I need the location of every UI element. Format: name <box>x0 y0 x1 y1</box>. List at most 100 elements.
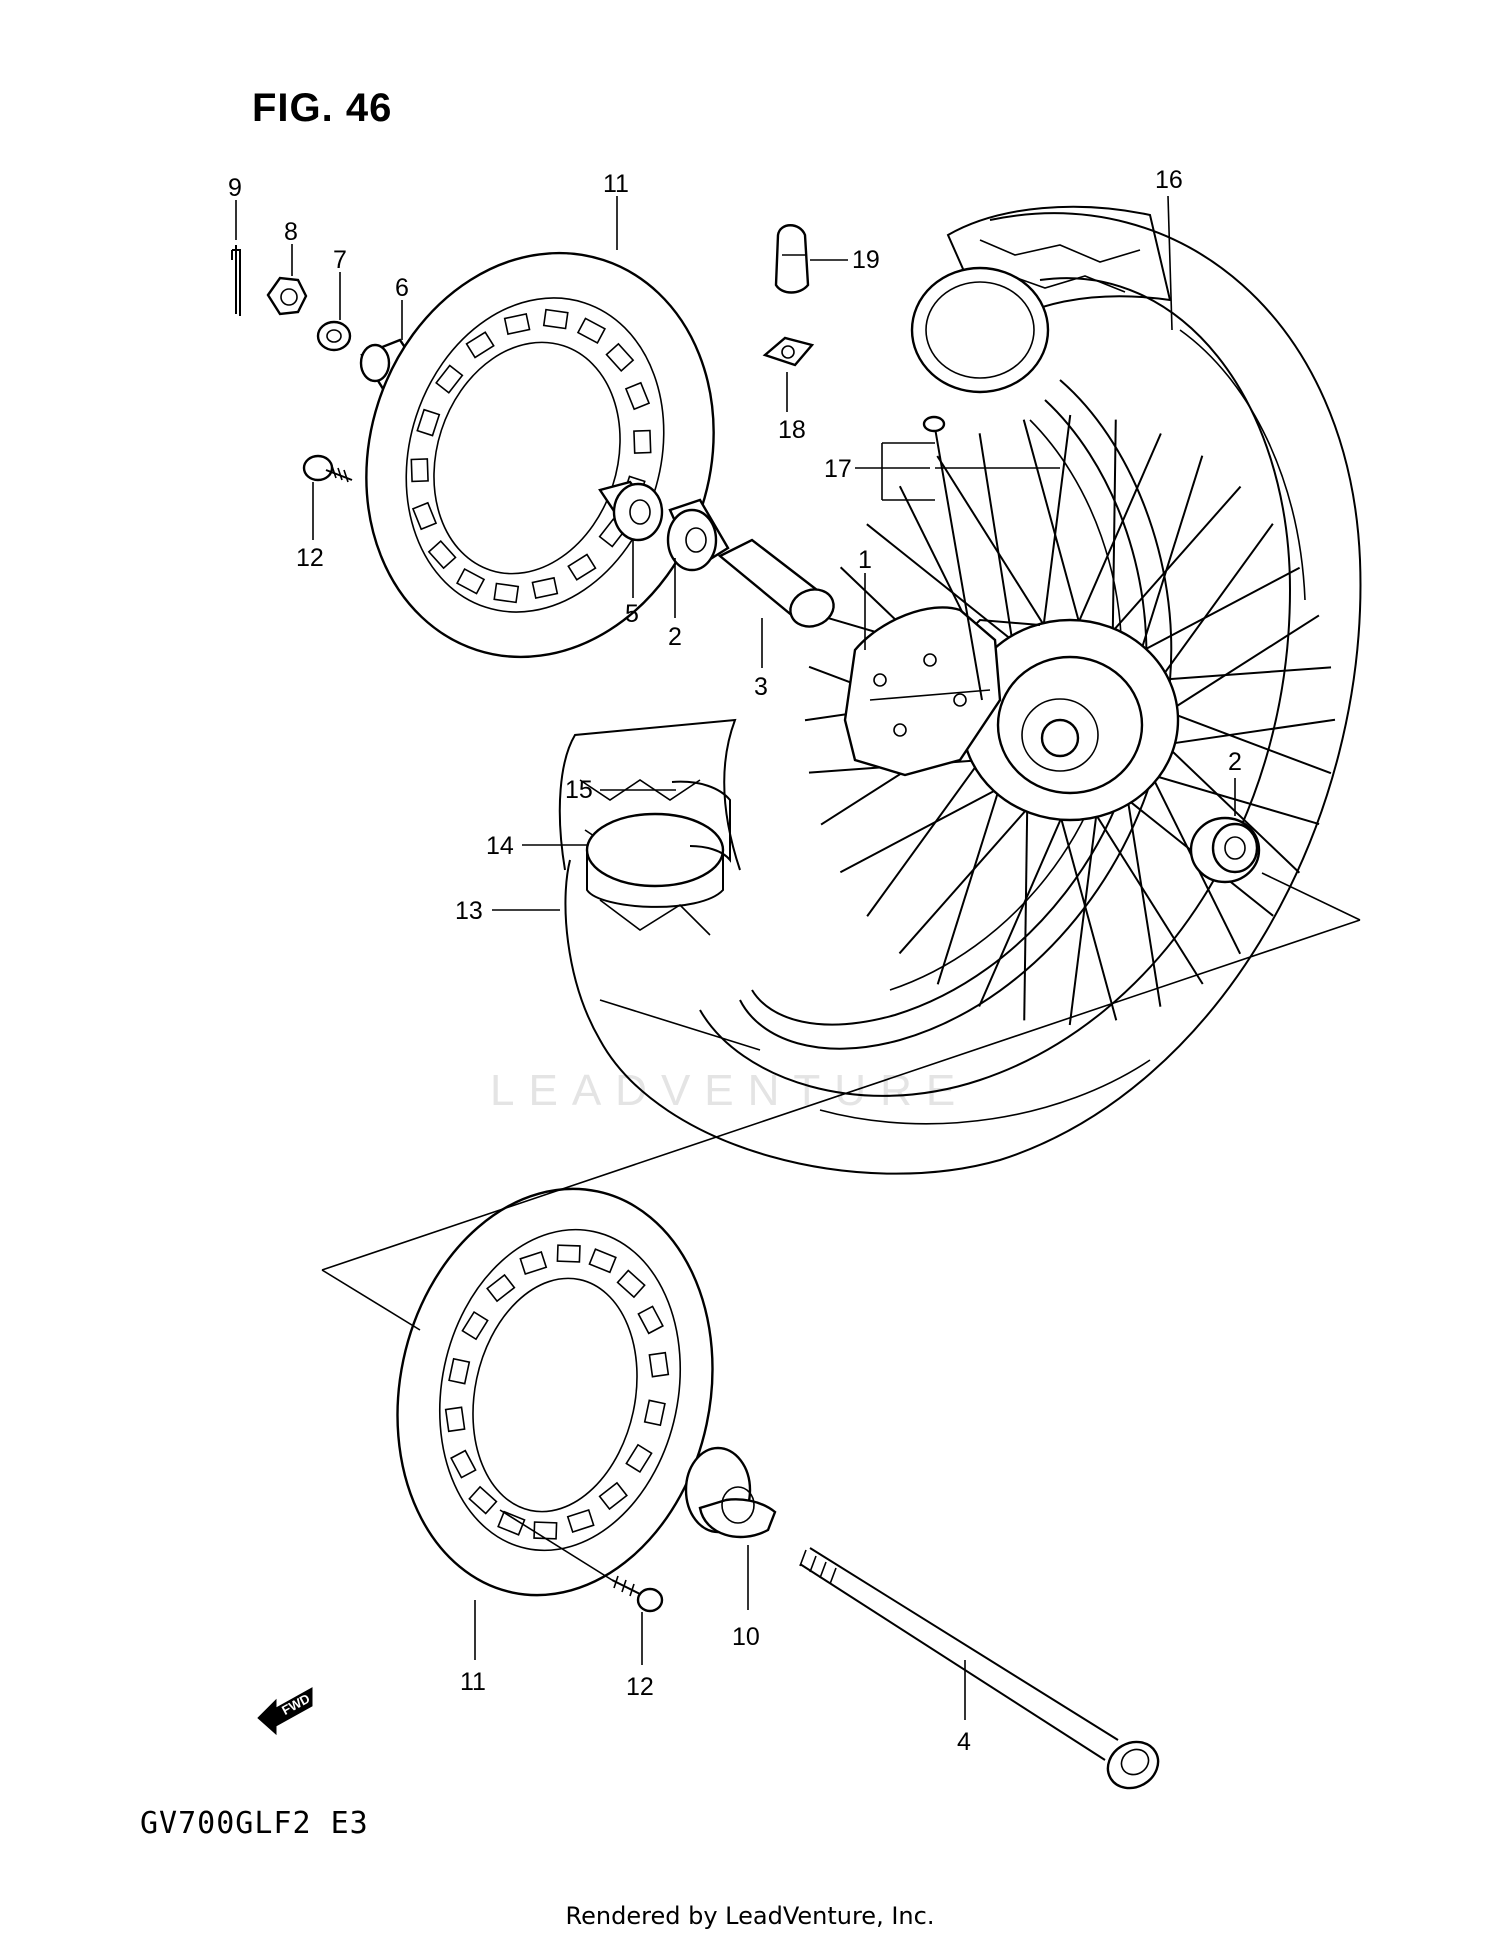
callout-18: 18 <box>778 416 806 444</box>
disc-cutout <box>468 1485 498 1515</box>
spoke-line <box>1149 523 1274 694</box>
model-code: GV700GLF2 E3 <box>140 1806 369 1841</box>
callout-3: 3 <box>754 673 768 701</box>
footer-credit: Rendered by LeadVenture, Inc. <box>565 1902 935 1930</box>
disc-cutout <box>637 1305 664 1335</box>
disc-cutout <box>427 539 457 570</box>
disc-cutout <box>411 501 438 531</box>
disc-cutout <box>576 317 606 344</box>
reference-lines <box>321 872 1361 1581</box>
disc-cutout <box>531 576 559 600</box>
valve-nut-part-18 <box>762 336 815 367</box>
figure-title: FIG. 46 <box>252 86 393 130</box>
spoke-line <box>839 778 1016 874</box>
callout-4: 4 <box>957 1728 971 1756</box>
leader-lines <box>235 195 1236 1720</box>
callout-8: 8 <box>284 218 298 246</box>
disc-cutout <box>444 1406 466 1433</box>
spoke-line <box>1153 705 1332 775</box>
disc-cutout <box>493 582 520 604</box>
callout-14: 14 <box>486 832 514 860</box>
callout-5: 5 <box>625 600 639 628</box>
disc-cutout <box>616 1269 646 1299</box>
disc-cutout <box>588 1248 617 1274</box>
callout-7: 7 <box>333 246 347 274</box>
watermark: LEADVENTURE <box>490 1066 970 1115</box>
disc-cutout <box>456 568 486 595</box>
sleeve-part-3 <box>717 538 835 628</box>
spoke-line <box>936 769 1006 985</box>
spoke-line <box>1098 485 1242 648</box>
spoke-line <box>1154 614 1320 721</box>
forward-arrow-icon: FWD <box>257 1687 313 1736</box>
spoke-part-17 <box>922 415 983 701</box>
disc-cutout <box>519 1250 548 1276</box>
spoke-line <box>866 523 1029 654</box>
disc-cutout <box>556 1244 581 1263</box>
callout-15: 15 <box>565 776 593 804</box>
callout-19: 19 <box>852 246 880 274</box>
callout-16: 16 <box>1155 166 1183 194</box>
spoke-line <box>1022 419 1086 644</box>
disc-cutout <box>486 1273 516 1303</box>
disc-cutout <box>625 1443 653 1474</box>
spoke-line <box>866 746 991 917</box>
tire-part-16 <box>558 205 1362 1175</box>
callout-12-top: 12 <box>296 544 324 572</box>
callout-17: 17 <box>824 455 852 483</box>
spoke-line <box>978 797 1071 1007</box>
callout-labels: 9 8 7 6 11 12 5 2 3 1 16 2 19 18 17 15 1… <box>228 166 1242 1756</box>
disc-cutout <box>448 1357 471 1385</box>
spoke-line <box>1083 796 1204 985</box>
valve-cap-part-19 <box>774 224 810 294</box>
callout-13: 13 <box>455 897 483 925</box>
spoke-line <box>1123 779 1162 1007</box>
spoke-line <box>1124 566 1301 662</box>
disc-cutout <box>465 331 495 359</box>
disc-cutout <box>435 364 464 394</box>
spoke-line <box>936 455 1057 644</box>
callout-9: 9 <box>228 174 242 202</box>
disc-cutout <box>503 312 531 336</box>
disc-cutout <box>566 1508 595 1534</box>
callout-2-left: 2 <box>668 623 682 651</box>
spoke-line <box>1068 793 1101 1026</box>
disc-bolt-part-12-bottom <box>611 1575 664 1613</box>
rim-band-part-14 <box>585 812 725 908</box>
disc-cutout <box>567 553 597 581</box>
spoke-line <box>1039 414 1072 647</box>
disc-cutout <box>542 308 569 330</box>
disc-cutout <box>605 342 635 373</box>
disc-bolt-part-12-top <box>302 454 353 483</box>
dust-seal-part-10 <box>684 1446 777 1539</box>
spoke-line <box>1134 769 1320 826</box>
spoke-line <box>898 792 1042 955</box>
disc-cutout <box>410 458 429 483</box>
washer-part-7 <box>316 320 352 352</box>
callout-6: 6 <box>395 274 409 302</box>
disc-cutout <box>461 1310 489 1341</box>
spoke-line <box>1134 455 1204 671</box>
callout-1: 1 <box>858 546 872 574</box>
spacer-part-5 <box>598 480 664 542</box>
disc-cutout <box>624 381 651 411</box>
brake-disc-part-11-top <box>365 251 715 659</box>
disc-cutout <box>497 1510 526 1536</box>
disc-cutout <box>643 1399 666 1427</box>
callout-11-bottom: 11 <box>460 1668 486 1696</box>
hub-assembly-part-1 <box>843 606 1002 777</box>
disc-cutout <box>633 429 652 454</box>
spoke-line <box>1023 787 1029 1021</box>
callout-12-bottom: 12 <box>626 1673 654 1701</box>
spoke-line <box>1149 718 1336 748</box>
callout-2-right: 2 <box>1228 748 1242 776</box>
disc-cutout <box>416 408 441 437</box>
spoke-line <box>1069 433 1162 643</box>
spoke-line <box>1111 419 1117 653</box>
disc-cutout <box>648 1351 670 1378</box>
spoke-line <box>1143 666 1332 682</box>
axle-part-4 <box>799 1547 1160 1790</box>
brake-disc-part-11-bottom <box>396 1187 714 1597</box>
castle-nut-part-8 <box>266 276 308 316</box>
